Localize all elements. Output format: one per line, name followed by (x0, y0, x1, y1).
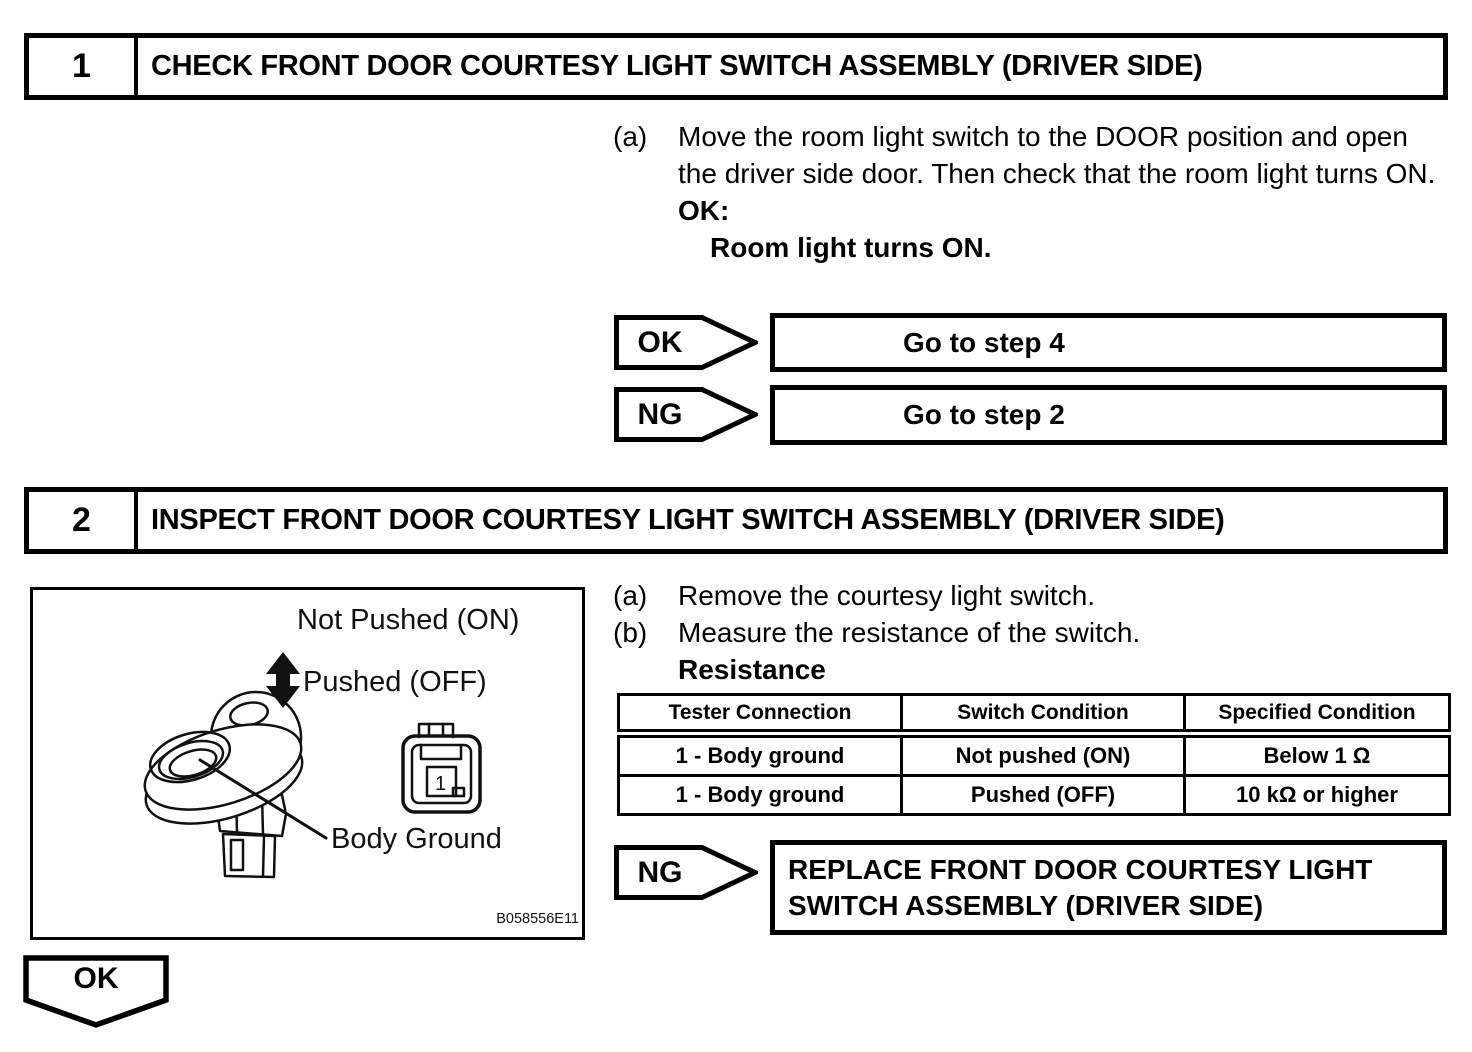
figure-code: B058556E11 (496, 911, 579, 927)
verdict-label: OK (73, 962, 119, 995)
instruction-text: Move the room light switch to the DOOR p… (678, 121, 1436, 189)
cell-tester-connection: 1 - Body ground (617, 774, 903, 816)
step-2-title: INSPECT FRONT DOOR COURTESY LIGHT SWITCH… (151, 504, 1225, 536)
verdict-label: OK (637, 325, 683, 359)
courtesy-light-switch-illustration: Not Pushed (ON) Pushed (OFF) Body Ground… (143, 604, 579, 927)
col-header-switch-condition: Switch Condition (900, 693, 1186, 738)
double-arrow-icon (266, 652, 300, 708)
switch-lower-tab (221, 832, 277, 879)
verdict-label: NG (637, 397, 683, 431)
step-2-instructions: (a) Remove the courtesy light switch. (b… (613, 577, 1453, 688)
instruction-paragraph: (a) Remove the courtesy light switch. (613, 577, 1453, 614)
table-row: 1 - Body ground Pushed (OFF) 10 kΩ or hi… (617, 774, 1451, 816)
verdict-label: NG (637, 855, 683, 889)
step-2-header: 2 INSPECT FRONT DOOR COURTESY LIGHT SWIT… (24, 487, 1448, 554)
connector-face-outline (401, 734, 482, 814)
col-header-specified-condition: Specified Condition (1183, 693, 1451, 738)
instruction-text: Measure the resistance of the switch. (678, 617, 1141, 648)
step-2-number: 2 (29, 492, 138, 549)
connector-pin-number: 1 (435, 773, 446, 795)
table-row: 1 - Body ground Not pushed (ON) Below 1 … (617, 732, 1451, 777)
step-1-title: CHECK FRONT DOOR COURTESY LIGHT SWITCH A… (151, 50, 1203, 82)
instruction-paragraph: (b) Measure the resistance of the switch… (613, 614, 1453, 651)
step-1-header: 1 CHECK FRONT DOOR COURTESY LIGHT SWITCH… (24, 33, 1448, 100)
pentagon-right-arrow-icon (614, 315, 758, 370)
pentagon-right-arrow-icon (614, 387, 758, 442)
cell-tester-connection: 1 - Body ground (617, 732, 903, 777)
label-not-pushed: Not Pushed (ON) (297, 604, 519, 636)
ok-action-text: Go to step 4 (903, 326, 1065, 358)
ng-verdict-arrow: NG (614, 387, 758, 442)
step-1-number: 1 (29, 38, 138, 95)
label-pushed: Pushed (OFF) (303, 666, 487, 698)
resistance-spec-table: Tester Connection Switch Condition Speci… (617, 693, 1451, 816)
ok-heading: OK: (678, 195, 730, 226)
cell-switch-condition: Not pushed (ON) (900, 732, 1186, 777)
instruction-label: (a) (613, 580, 648, 611)
ng-verdict-arrow: NG (614, 845, 758, 900)
ng-action-box: Go to step 2 (770, 385, 1447, 445)
instruction-text: Remove the courtesy light switch. (678, 580, 1096, 611)
table-header-row: Tester Connection Switch Condition Speci… (617, 693, 1451, 738)
ok-verdict-arrow: OK (614, 315, 758, 370)
replace-action-text: REPLACE FRONT DOOR COURTESY LIGHT SWITCH… (788, 853, 1373, 921)
replace-action-box: REPLACE FRONT DOOR COURTESY LIGHT SWITCH… (770, 840, 1447, 935)
ok-action-box: Go to step 4 (770, 313, 1447, 372)
cell-specified-condition: Below 1 Ω (1183, 732, 1451, 777)
ok-condition: Room light turns ON. (710, 232, 992, 263)
ng-action-text: Go to step 2 (903, 399, 1065, 430)
instruction-label: (b) (613, 617, 648, 648)
connector-pin-cavity (425, 765, 458, 798)
label-body-ground: Body Ground (331, 823, 502, 855)
body-ground-leader-line (198, 758, 328, 840)
footer-ok-arrow: OK (23, 955, 169, 1029)
pentagon-down-arrow-icon (23, 955, 169, 1028)
switch-figure-box: Not Pushed (ON) Pushed (OFF) Body Ground… (30, 587, 585, 940)
connector-top-tab (417, 722, 455, 739)
pentagon-right-arrow-icon (614, 845, 758, 900)
step-1-instructions: (a) Move the room light switch to the DO… (613, 118, 1453, 266)
cell-switch-condition: Pushed (OFF) (900, 774, 1186, 816)
instruction-paragraph: (a) Move the room light switch to the DO… (613, 118, 1453, 192)
cell-specified-condition: 10 kΩ or higher (1183, 774, 1451, 816)
spec-heading: Resistance (678, 654, 826, 685)
instruction-label: (a) (613, 121, 648, 152)
col-header-tester-connection: Tester Connection (617, 693, 903, 738)
